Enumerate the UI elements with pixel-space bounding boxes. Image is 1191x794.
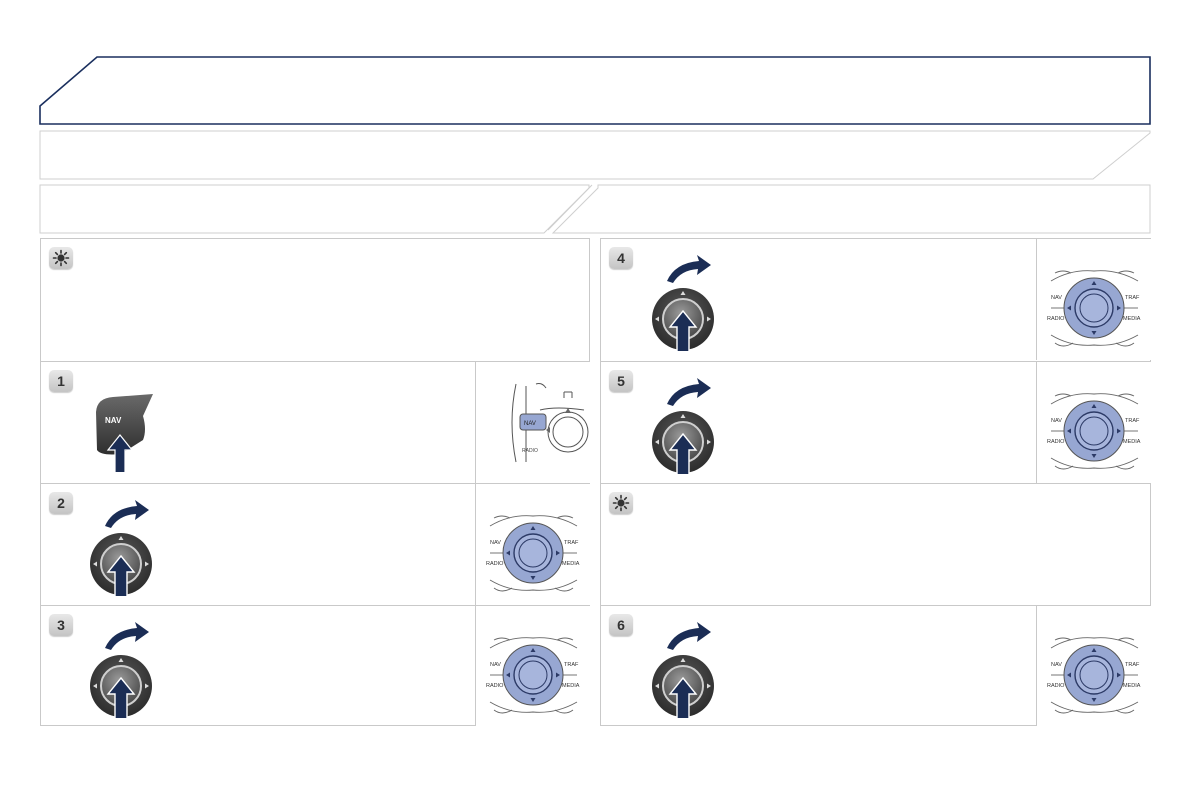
dial-radio-label: RADIO xyxy=(486,561,504,567)
dial-rotate-press-icon xyxy=(652,378,714,474)
dial-radio-label: RADIO xyxy=(1047,316,1065,322)
dial-media-label: MEDIA xyxy=(562,683,580,689)
nav-button-press-icon: NAV xyxy=(96,394,153,472)
dial-traf-label: TRAF xyxy=(1125,418,1140,424)
dial-nav-label: NAV xyxy=(490,540,501,546)
control-dial-thumbnail: NAV TRAF RADIO MEDIA xyxy=(1036,362,1152,483)
section-tab-left-frame xyxy=(39,184,590,234)
tip-row xyxy=(41,239,589,361)
dial-traf-label: TRAF xyxy=(564,662,579,668)
dial-traf-label: TRAF xyxy=(1125,295,1140,301)
thumb-nav-label: NAV xyxy=(524,421,536,427)
tip-row xyxy=(601,483,1150,606)
step-number-badge: 4 xyxy=(609,247,633,269)
control-dial-thumbnail: NAV TRAF RADIO MEDIA xyxy=(475,484,591,605)
dial-traf-label: TRAF xyxy=(564,540,579,546)
step-row-3: 3 NAV TRAF RADIO MEDIA xyxy=(41,605,591,727)
step-number-badge: 2 xyxy=(49,492,73,514)
dial-radio-label: RADIO xyxy=(1047,439,1065,445)
dashboard-nav-button-thumbnail: NAV RADIO xyxy=(475,362,591,483)
title-frame xyxy=(39,56,1151,125)
lightbulb-tip-icon xyxy=(609,492,633,514)
dial-nav-label: NAV xyxy=(490,662,501,668)
dial-media-label: MEDIA xyxy=(562,561,580,567)
step-number-badge: 1 xyxy=(49,370,73,392)
step-number-badge: 3 xyxy=(49,614,73,636)
dial-radio-label: RADIO xyxy=(1047,683,1065,689)
step-row-5: 5 NAV TRAF RADIO MEDIA xyxy=(601,361,1152,484)
dial-media-label: MEDIA xyxy=(1123,316,1141,322)
step-number-badge: 5 xyxy=(609,370,633,392)
section-tab-left-accent xyxy=(547,184,593,231)
left-panel: 1 NAV xyxy=(40,238,591,727)
dial-nav-label: NAV xyxy=(1051,662,1062,668)
nav-key-label: NAV xyxy=(105,416,122,425)
dial-nav-label: NAV xyxy=(1051,295,1062,301)
dial-media-label: MEDIA xyxy=(1123,683,1141,689)
control-dial-thumbnail: NAV TRAF RADIO MEDIA xyxy=(1036,239,1152,360)
thumb-radio-label: RADIO xyxy=(522,448,538,454)
step-row-4: 4 NAV TRAF RADIO MEDIA xyxy=(601,239,1152,361)
step-number-badge: 6 xyxy=(609,614,633,636)
dial-rotate-press-icon xyxy=(652,622,714,718)
dial-traf-label: TRAF xyxy=(1125,662,1140,668)
control-dial-thumbnail: NAV TRAF RADIO MEDIA xyxy=(1036,606,1152,726)
step-row-6: 6 NAV TRAF RADIO MEDIA xyxy=(601,605,1152,727)
step-row-1: 1 NAV xyxy=(41,361,591,484)
control-dial-thumbnail: NAV TRAF RADIO MEDIA xyxy=(475,606,591,726)
subtitle-frame xyxy=(39,130,1151,180)
dial-rotate-press-icon xyxy=(90,500,152,596)
dial-radio-label: RADIO xyxy=(486,683,504,689)
lightbulb-tip-icon xyxy=(49,247,73,269)
dial-rotate-press-icon xyxy=(90,622,152,718)
step-row-2: 2 NAV TRAF RADIO MEDIA xyxy=(41,483,591,606)
section-tab-right-frame xyxy=(551,184,1151,234)
dial-nav-label: NAV xyxy=(1051,418,1062,424)
dial-media-label: MEDIA xyxy=(1123,439,1141,445)
dial-rotate-press-icon xyxy=(652,255,714,351)
